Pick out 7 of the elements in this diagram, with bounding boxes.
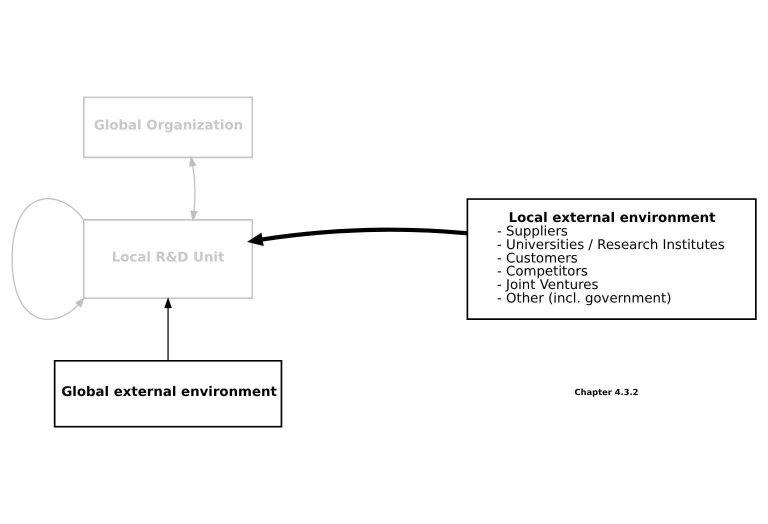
arrow [164,297,172,361]
node-box: Local external environment - Suppliers - Universities / Research Institutes - Customers - Competitors - Joint Ventures - Other (incl. government) [466,198,757,320]
arrow [12,198,86,320]
arrow [189,156,198,222]
arrow [247,228,468,246]
label: Chapter 4.3.2 [574,386,638,397]
node-box: Global external environment [54,360,282,428]
